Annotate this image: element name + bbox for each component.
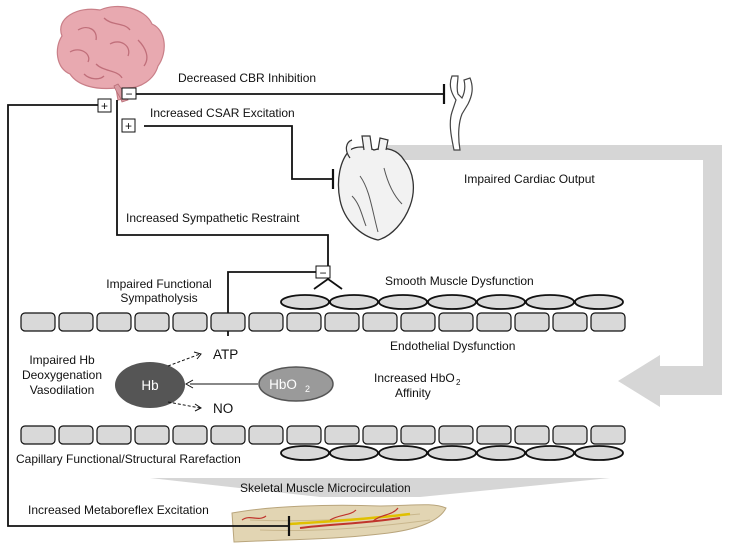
hb-to-no-arrow xyxy=(167,401,202,412)
endothelial-cells-bottom xyxy=(20,425,626,445)
hbo2-subscript: 2 xyxy=(305,384,310,394)
no-label: NO xyxy=(213,401,233,416)
endothelial-cells-top xyxy=(20,312,626,332)
affinity-label-line2: Affinity xyxy=(395,386,431,400)
sympathetic-restraint-label: Increased Sympathetic Restraint xyxy=(126,211,300,225)
affinity-label-subscript: 2 xyxy=(456,378,461,387)
leg-muscle-icon xyxy=(231,504,447,543)
svg-text:+: + xyxy=(125,119,132,133)
atp-label: ATP xyxy=(213,347,238,362)
metaboreflex-pathway xyxy=(7,104,291,536)
cardiac-output-label: Impaired Cardiac Output xyxy=(464,172,595,186)
cbr-label: Decreased CBR Inhibition xyxy=(178,71,316,85)
metaboreflex-label: Increased Metaboreflex Excitation xyxy=(28,503,209,517)
hb-deoxy-label-line2: Deoxygenation xyxy=(22,368,102,382)
microcirculation-label: Skeletal Muscle Microcirculation xyxy=(240,481,411,495)
hbo2-to-hb-arrow xyxy=(184,379,258,389)
cbr-pathway xyxy=(134,84,446,104)
hb-deoxy-label-line3: Vasodilation xyxy=(30,383,95,397)
hb-label: Hb xyxy=(141,378,158,393)
hbo2-label: HbO xyxy=(269,377,297,392)
smooth-muscle-cells-top xyxy=(280,294,624,310)
minus-sign-sympatholysis: − xyxy=(319,266,326,280)
carotid-artery-icon xyxy=(449,75,473,151)
plus-sign-csar: + xyxy=(121,118,136,133)
svg-text:−: − xyxy=(125,87,132,101)
heart-icon xyxy=(337,135,415,241)
csar-label: Increased CSAR Excitation xyxy=(150,106,295,120)
hb-to-atp-arrow xyxy=(167,351,202,367)
microcirculation-band xyxy=(150,478,610,497)
minus-sign-cbr: − xyxy=(121,87,137,101)
sympathetic-pathway xyxy=(116,100,343,290)
plus-sign-metaboreflex: + xyxy=(97,98,112,113)
hb-ellipse xyxy=(115,362,185,408)
affinity-label-line1: Increased HbO xyxy=(374,371,455,385)
brain-icon xyxy=(56,5,165,103)
sympatholysis-label-line1: Impaired Functional xyxy=(106,277,211,291)
hbo2-ellipse xyxy=(258,366,334,402)
svg-text:−: − xyxy=(319,266,326,280)
csar-pathway xyxy=(144,125,335,189)
cardiac-output-arrow xyxy=(383,145,722,407)
svg-text:+: + xyxy=(101,99,108,113)
rarefaction-label: Capillary Functional/Structural Rarefact… xyxy=(16,452,241,466)
sympatholysis-label-line2: Sympatholysis xyxy=(120,291,197,305)
smooth-muscle-cells-bottom xyxy=(280,445,624,461)
smooth-muscle-label: Smooth Muscle Dysfunction xyxy=(385,274,534,288)
hb-deoxy-label-line1: Impaired Hb xyxy=(29,353,95,367)
endothelial-label: Endothelial Dysfunction xyxy=(390,339,515,353)
